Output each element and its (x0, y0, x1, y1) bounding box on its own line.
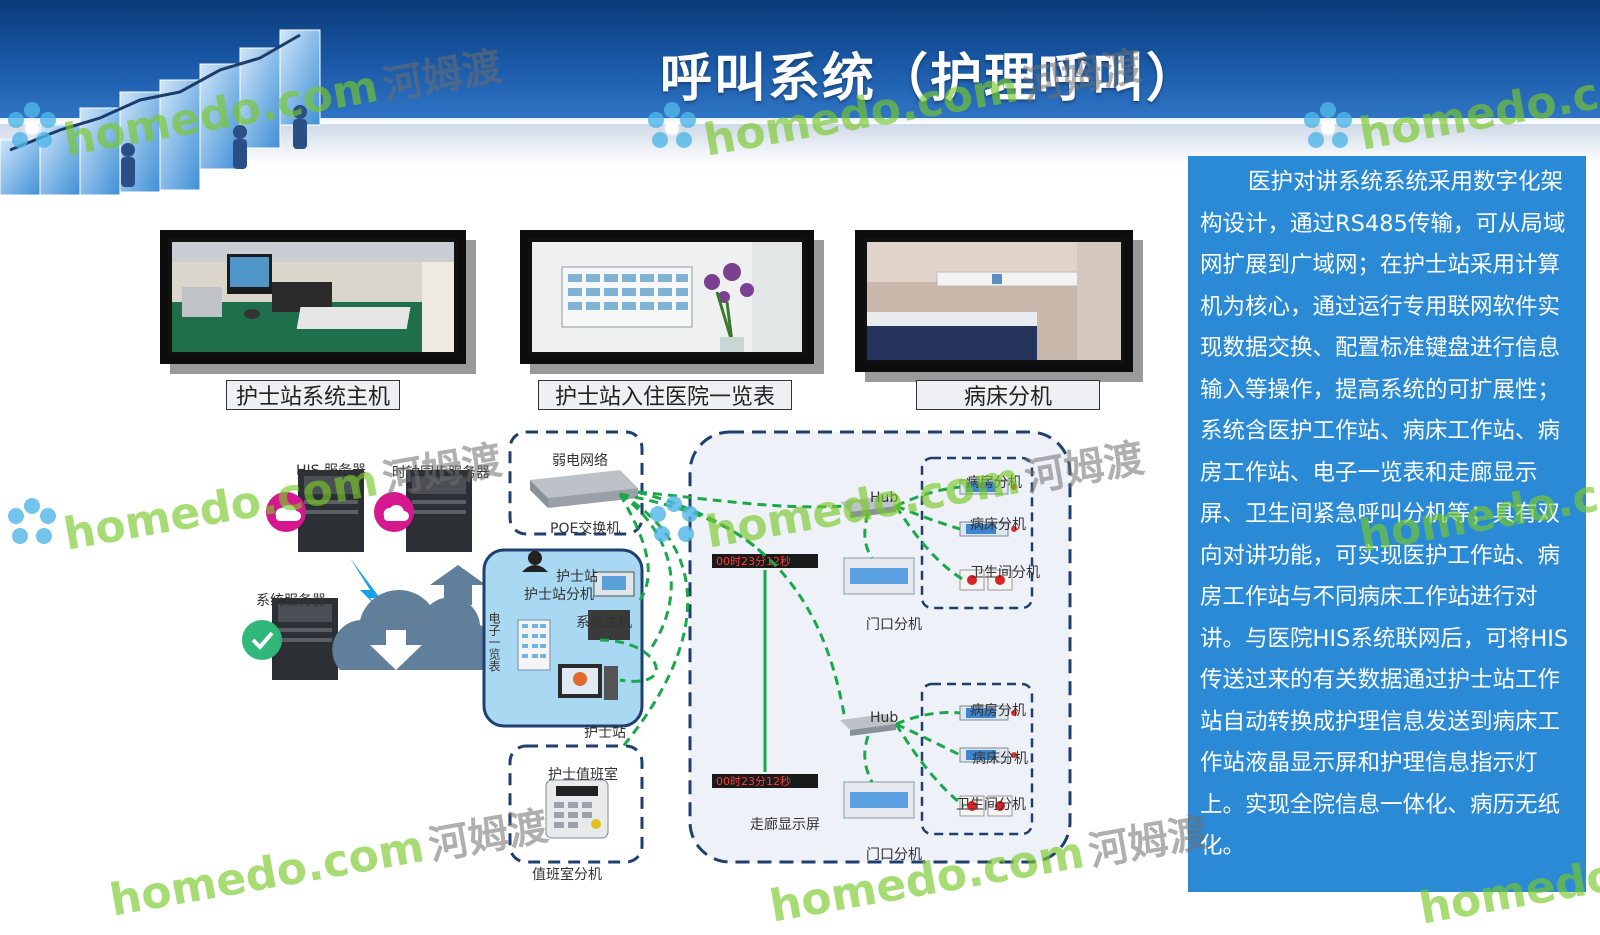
caption-bed-extension: 病床分机 (916, 380, 1100, 410)
corridor-display-top: 00时23分12秒 (712, 554, 818, 568)
label-bed-ext-top: 病床分机 (970, 517, 1026, 533)
label-system-host: 系统主机 (576, 615, 632, 631)
system-server-icon (242, 598, 338, 680)
label-hub-bottom: Hub (870, 710, 899, 726)
ward-devices-top (959, 479, 1017, 591)
label-electronic-board: 电子一览表 (487, 612, 501, 672)
desk-computer-image (172, 242, 454, 352)
label-nurse-station-title: 护士站 (556, 569, 598, 585)
hub-bottom-icon (840, 714, 896, 736)
label-his-server: HIS 服务器 (296, 463, 366, 479)
description-text: 医护对讲系统系统采用数字化架构设计，通过RS485传输，可从局域网扩展到广域网；… (1200, 169, 1569, 859)
caption-nurse-station-host: 护士站系统主机 (226, 380, 400, 410)
label-toilet-ext-top: 卫生间分机 (970, 565, 1040, 581)
label-bed-ext-bottom: 病床分机 (972, 751, 1028, 767)
label-clock-server: 时钟同步服务器 (392, 465, 490, 481)
overview-board-image (532, 242, 802, 352)
page-title: 呼叫系统（护理呼叫） (660, 49, 1201, 109)
label-poe-switch: POE交换机 (550, 521, 621, 537)
label-system-server: 系统服务器 (256, 593, 326, 609)
svg-text:00时23分12秒: 00时23分12秒 (716, 554, 791, 568)
door-panel-bottom (843, 781, 915, 819)
label-toilet-ext-bottom: 卫生间分机 (956, 797, 1026, 813)
poe-switch-icon (530, 470, 638, 508)
description-panel: 医护对讲系统系统采用数字化架构设计，通过RS485传输，可从局域网扩展到广域网；… (1188, 156, 1586, 892)
ward-devices-bottom (959, 705, 1017, 817)
header-divider (0, 118, 1600, 124)
caption-ward-overview: 护士站入住医院一览表 (538, 380, 792, 410)
label-ward-ext-bottom: 病房分机 (970, 703, 1026, 719)
photo-ward-overview (520, 230, 814, 364)
header-illustration (0, 29, 321, 196)
his-server-icon (266, 470, 364, 552)
label-nurse-station-pc: 护士站 (584, 725, 626, 741)
label-door-ext-top: 门口分机 (866, 617, 922, 633)
duty-room-phone-icon (545, 779, 609, 839)
label-ward-ext-top: 病房分机 (966, 475, 1022, 491)
label-door-ext-bottom: 门口分机 (866, 847, 922, 863)
label-weak-network: 弱电网络 (552, 453, 608, 469)
clock-server-icon (374, 470, 472, 552)
corridor-display-bottom: 00时23分12秒 (712, 774, 818, 788)
label-duty-room: 护士值班室 (548, 767, 618, 783)
network-diagram: 00时23分12秒 00时23分12秒 (242, 430, 1072, 864)
photo-nurse-station-host (160, 230, 466, 364)
label-nurse-station-ext: 护士站分机 (524, 587, 594, 603)
hub-top-icon (840, 496, 896, 518)
photo-bed-extension (855, 230, 1133, 372)
watermark-flower-icon (8, 498, 56, 544)
label-hub-top: Hub (870, 490, 899, 506)
door-panel-top (843, 557, 915, 595)
medical-network-cloud (332, 565, 498, 670)
label-duty-room-ext: 值班室分机 (532, 867, 602, 883)
svg-text:00时23分12秒: 00时23分12秒 (716, 774, 791, 788)
nurse-icon (522, 551, 548, 572)
bed-room-image (867, 242, 1121, 360)
label-medical-network: 医疗专网 (372, 613, 428, 629)
label-corridor-display: 走廊显示屏 (750, 817, 820, 833)
